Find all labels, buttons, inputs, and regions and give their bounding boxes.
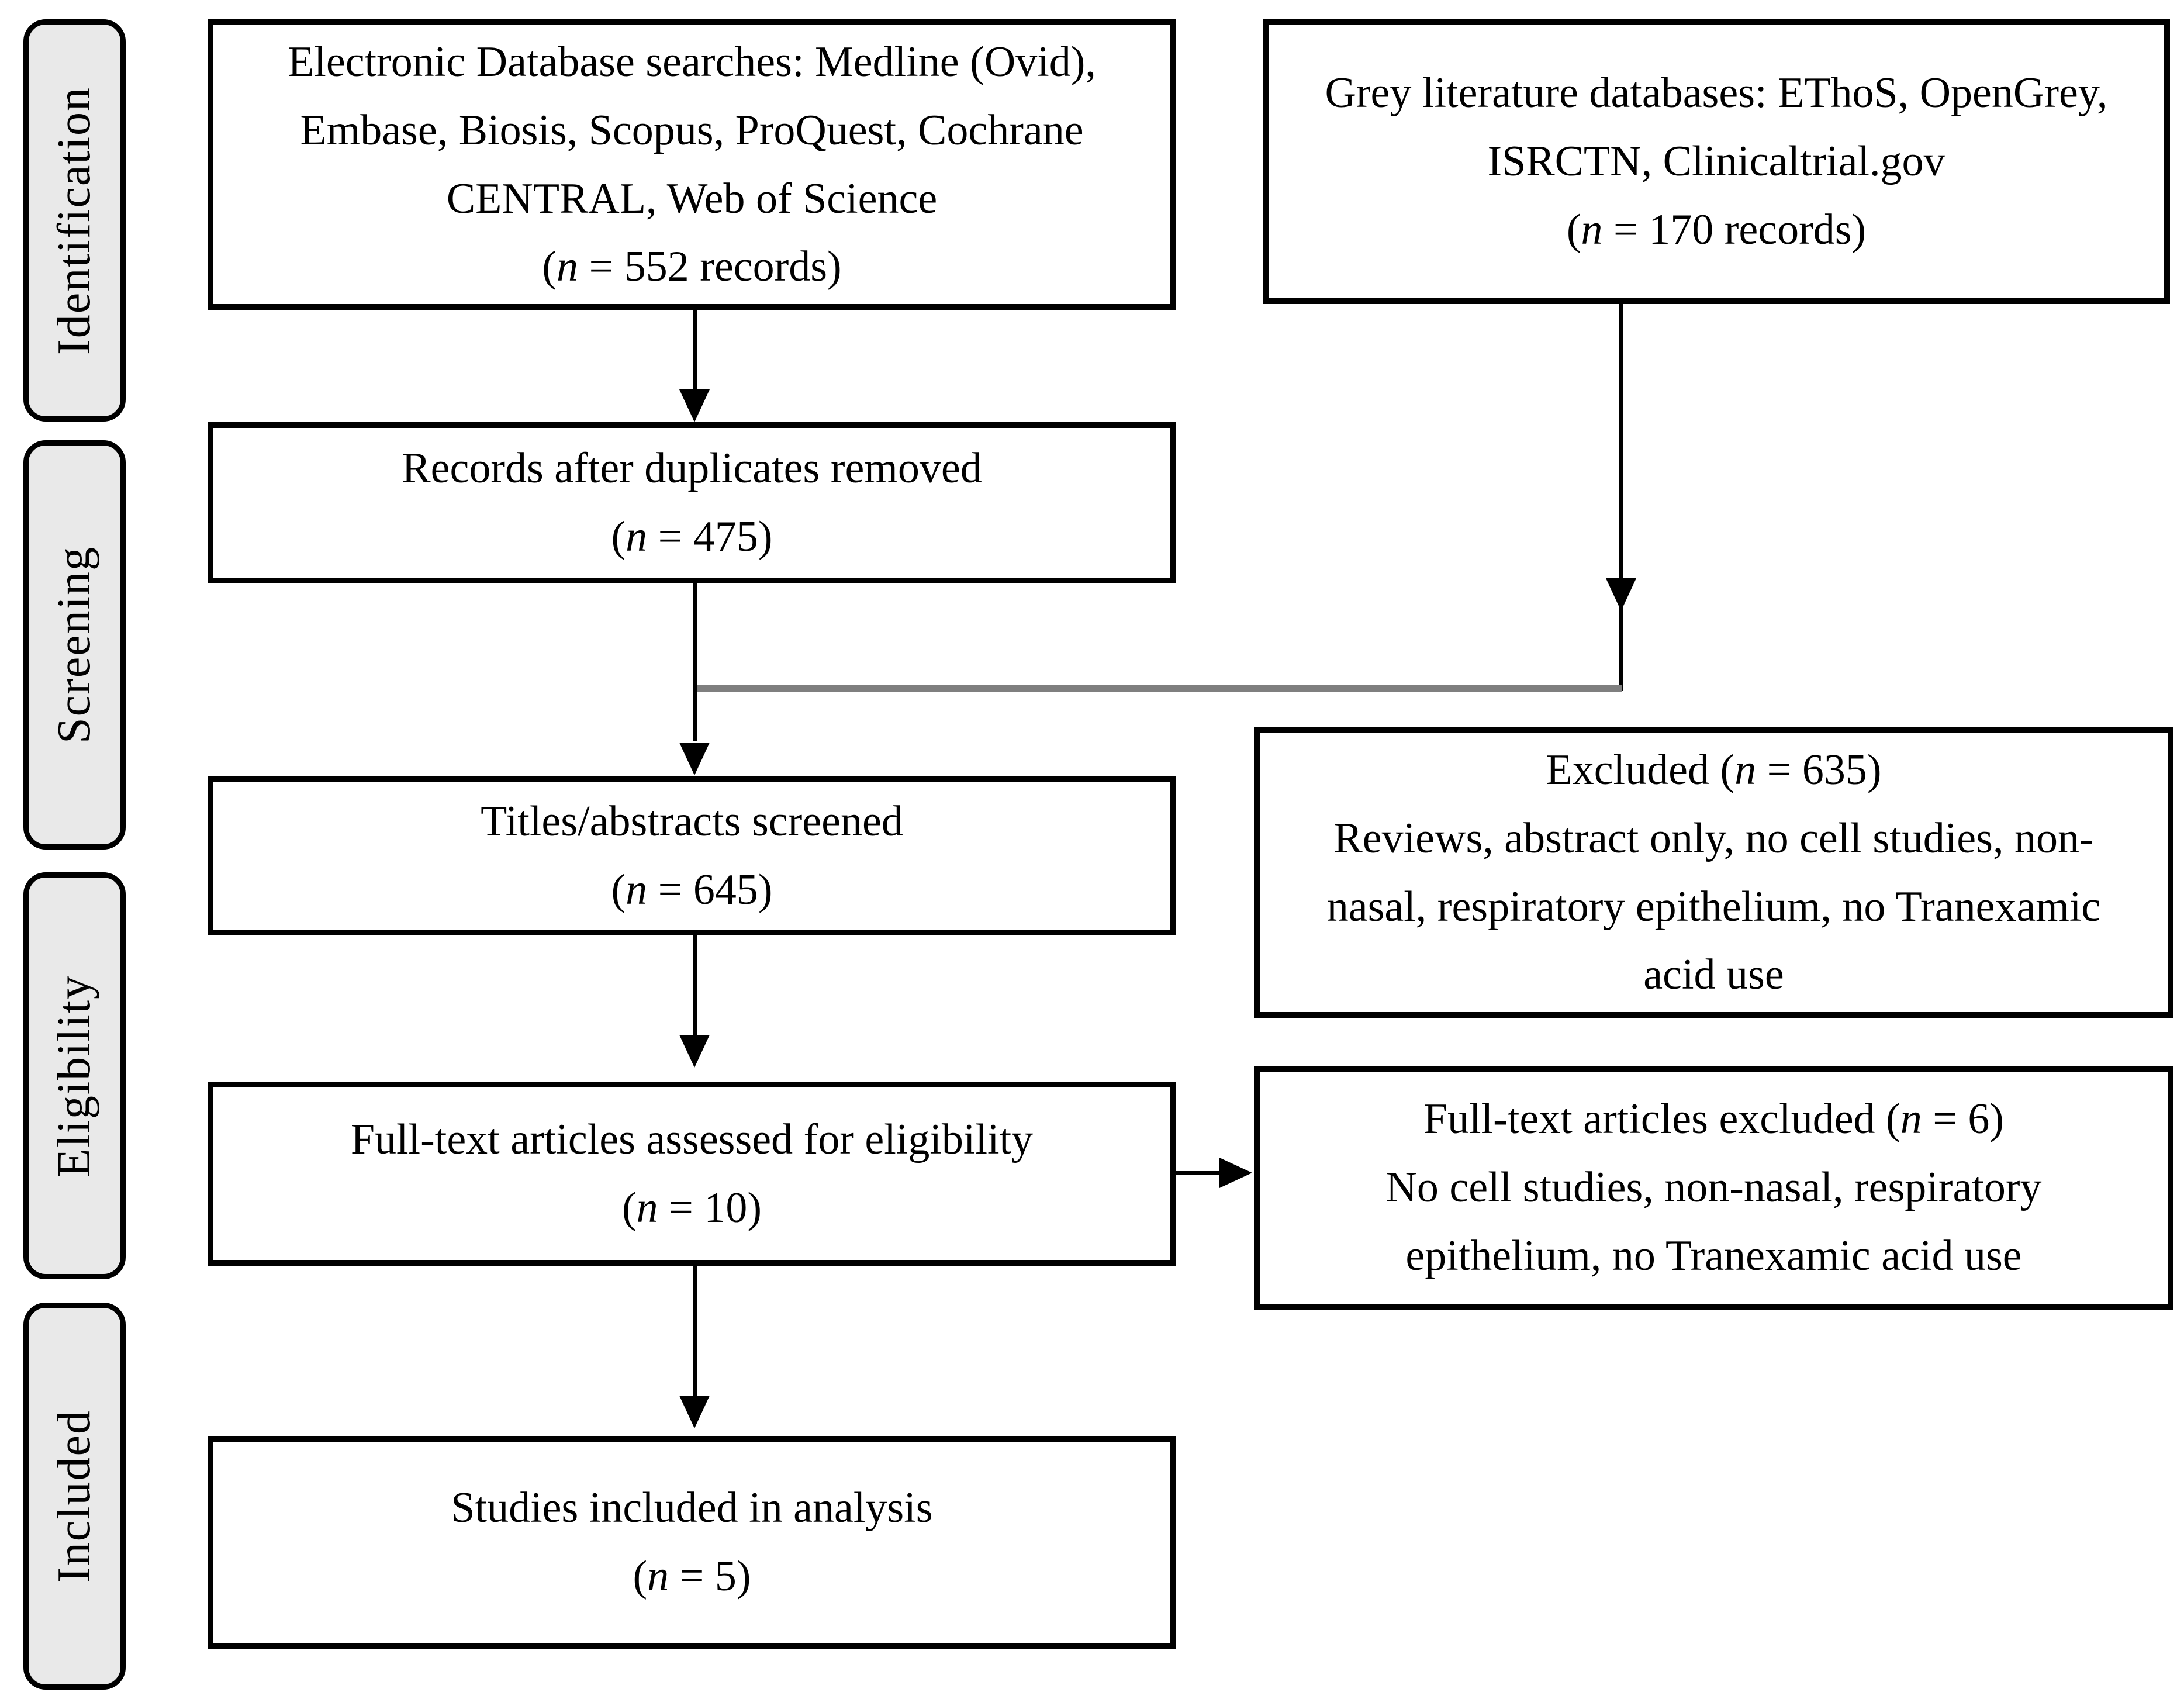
duplicates-removed-count: (n = 475) (611, 513, 773, 561)
duplicates-removed-box: Records after duplicates removed (n = 47… (208, 422, 1176, 583)
fulltext-assessed-text: Full-text articles assessed for eligibil… (213, 1106, 1170, 1242)
grey-literature-box: Grey literature databases: EThoS, OpenGr… (1263, 19, 2170, 304)
excluded-screening-heading: Excluded (n = 635) (1546, 745, 1882, 794)
fulltext-excluded-reasons: No cell studies, non-nasal, respiratory … (1385, 1163, 2042, 1280)
studies-included-count: (n = 5) (633, 1552, 751, 1600)
grey-literature-text: Grey literature databases: EThoS, OpenGr… (1269, 59, 2164, 264)
fulltext-assessed-count: (n = 10) (621, 1183, 762, 1232)
stage-identification: Identification (23, 19, 126, 422)
connector-grey-horizontal (693, 685, 1622, 692)
arrowhead-fulltext-to-excluded (1219, 1158, 1252, 1188)
electronic-databases-title: Electronic Database searches: Medline (O… (288, 37, 1096, 223)
fulltext-assessed-title: Full-text articles assessed for eligibil… (350, 1115, 1034, 1163)
titles-screened-title: Titles/abstracts screened (481, 797, 903, 846)
arrowhead-titles-to-fulltext (679, 1035, 710, 1068)
arrowhead-dedup-to-titles (679, 743, 710, 775)
excluded-screening-text: Excluded (n = 635) Reviews, abstract onl… (1260, 736, 2168, 1010)
studies-included-box: Studies included in analysis (n = 5) (208, 1436, 1176, 1649)
electronic-databases-box: Electronic Database searches: Medline (O… (208, 19, 1176, 310)
line-fulltext-to-included (693, 1266, 697, 1396)
stage-included: Included (23, 1303, 126, 1690)
electronic-databases-count: (n = 552 records) (542, 243, 842, 291)
fulltext-assessed-box: Full-text articles assessed for eligibil… (208, 1082, 1176, 1266)
duplicates-removed-text: Records after duplicates removed (n = 47… (213, 434, 1170, 571)
electronic-databases-text: Electronic Database searches: Medline (O… (213, 28, 1170, 302)
fulltext-excluded-text: Full-text articles excluded (n = 6) No c… (1260, 1085, 2168, 1290)
stage-screening-label: Screening (49, 546, 100, 744)
arrowhead-fulltext-to-included (679, 1396, 710, 1428)
stage-identification-label: Identification (49, 86, 100, 355)
excluded-screening-box: Excluded (n = 635) Reviews, abstract onl… (1254, 727, 2173, 1018)
stage-screening: Screening (23, 440, 126, 850)
duplicates-removed-title: Records after duplicates removed (402, 444, 982, 493)
titles-screened-count: (n = 645) (611, 866, 773, 914)
grey-literature-title: Grey literature databases: EThoS, OpenGr… (1325, 69, 2108, 186)
line-fulltext-to-excluded (1176, 1171, 1219, 1175)
studies-included-title: Studies included in analysis (451, 1484, 933, 1532)
fulltext-excluded-box: Full-text articles excluded (n = 6) No c… (1254, 1066, 2173, 1310)
line-titles-to-fulltext (693, 935, 697, 1035)
stage-included-label: Included (49, 1410, 100, 1583)
stage-eligibility: Eligibility (23, 872, 126, 1279)
arrowhead-grey-literature (1606, 578, 1636, 611)
stage-eligibility-label: Eligibility (49, 974, 100, 1178)
grey-literature-count: (n = 170 records) (1566, 205, 1867, 254)
line-grey-literature-down (1619, 304, 1623, 691)
fulltext-excluded-heading: Full-text articles excluded (n = 6) (1423, 1095, 2005, 1144)
excluded-screening-reasons: Reviews, abstract only, no cell studies,… (1326, 814, 2101, 999)
titles-screened-box: Titles/abstracts screened (n = 645) (208, 776, 1176, 935)
line-dedup-to-titles (693, 583, 697, 741)
titles-screened-text: Titles/abstracts screened (n = 645) (213, 788, 1170, 924)
line-electronic-to-dedup (693, 310, 697, 410)
arrowhead-electronic-to-dedup (679, 389, 710, 422)
studies-included-text: Studies included in analysis (n = 5) (213, 1474, 1170, 1611)
